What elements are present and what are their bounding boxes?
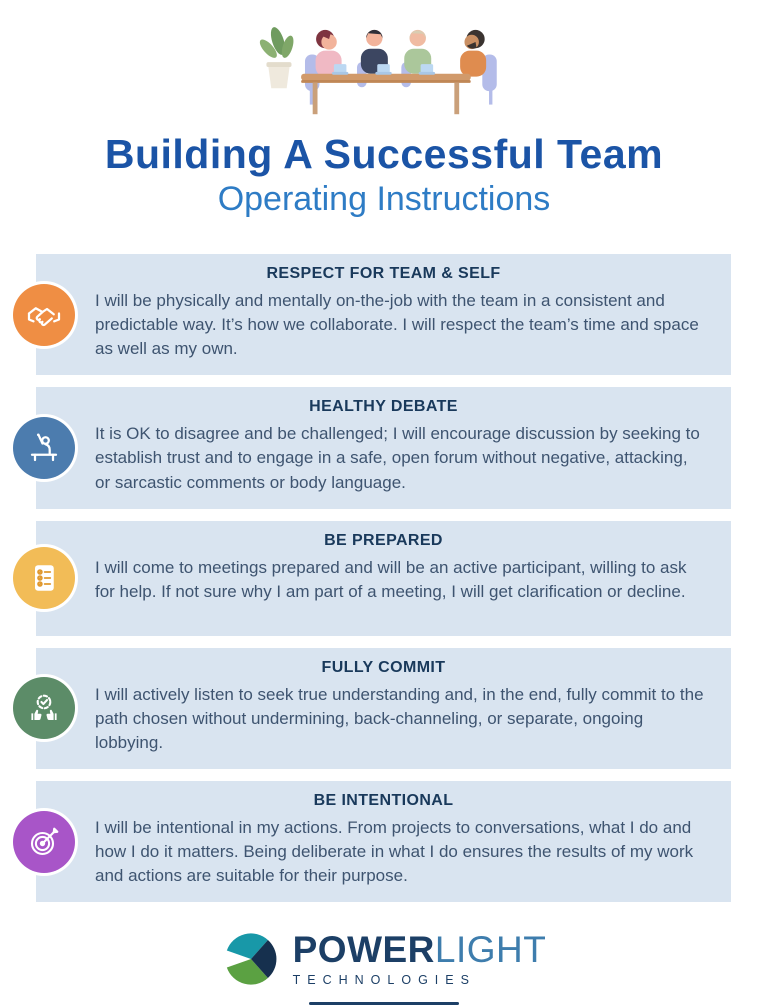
section-title: BE PREPARED	[324, 531, 443, 549]
section-title: BE INTENTIONAL	[313, 792, 454, 810]
footer-logo: POWERLIGHT TECHNOLOGIES	[0, 930, 768, 988]
logo-subtext: TECHNOLOGIES	[292, 973, 476, 988]
section-be-prepared: BE PREPARED I will come to meetings prep…	[13, 520, 731, 636]
logo-power: POWER	[292, 929, 435, 971]
hero: Building A Successful Team Operating Ins…	[0, 0, 768, 220]
section-be-intentional: BE INTENTIONAL I will be intentional in …	[13, 781, 731, 903]
section-fully-commit: FULLY COMMIT I will actively listen to s…	[13, 647, 731, 770]
sections-list: RESPECT FOR TEAM & SELF I will be physic…	[13, 253, 731, 903]
section-body: I will actively listen to seek true unde…	[95, 684, 704, 752]
raised-hand-icon	[13, 416, 75, 479]
plant-illustration	[259, 27, 294, 89]
handshake-icon	[13, 283, 75, 346]
table	[301, 73, 471, 115]
page-title: Building A Successful Team	[104, 131, 664, 177]
logo-wordmark: POWERLIGHT	[293, 931, 547, 968]
powerlight-logo-icon	[226, 933, 277, 985]
section-title: RESPECT FOR TEAM & SELF	[266, 264, 501, 282]
person-4	[460, 29, 487, 77]
section-body: I will be intentional in my actions. Fro…	[95, 818, 694, 886]
checklist-icon	[13, 547, 75, 610]
laptops	[331, 64, 436, 75]
section-body: It is OK to disagree and be challenged; …	[95, 424, 700, 492]
thumbs-up-check-icon	[13, 677, 75, 740]
section-respect-for-team-and-self: RESPECT FOR TEAM & SELF I will be physic…	[13, 253, 731, 376]
section-healthy-debate: HEALTHY DEBATE It is OK to disagree and …	[13, 387, 731, 509]
section-title: FULLY COMMIT	[321, 658, 446, 676]
team-meeting-illustration	[259, 27, 497, 115]
logo-text: POWERLIGHT TECHNOLOGIES	[293, 931, 547, 987]
target-arrow-icon	[13, 810, 75, 873]
logo-light: LIGHT	[434, 929, 547, 971]
section-title: HEALTHY DEBATE	[309, 398, 458, 416]
page-subtitle: Operating Instructions	[217, 180, 551, 219]
section-body: I will be physically and mentally on-the…	[95, 290, 699, 359]
section-body: I will come to meetings prepared and wil…	[95, 557, 687, 601]
